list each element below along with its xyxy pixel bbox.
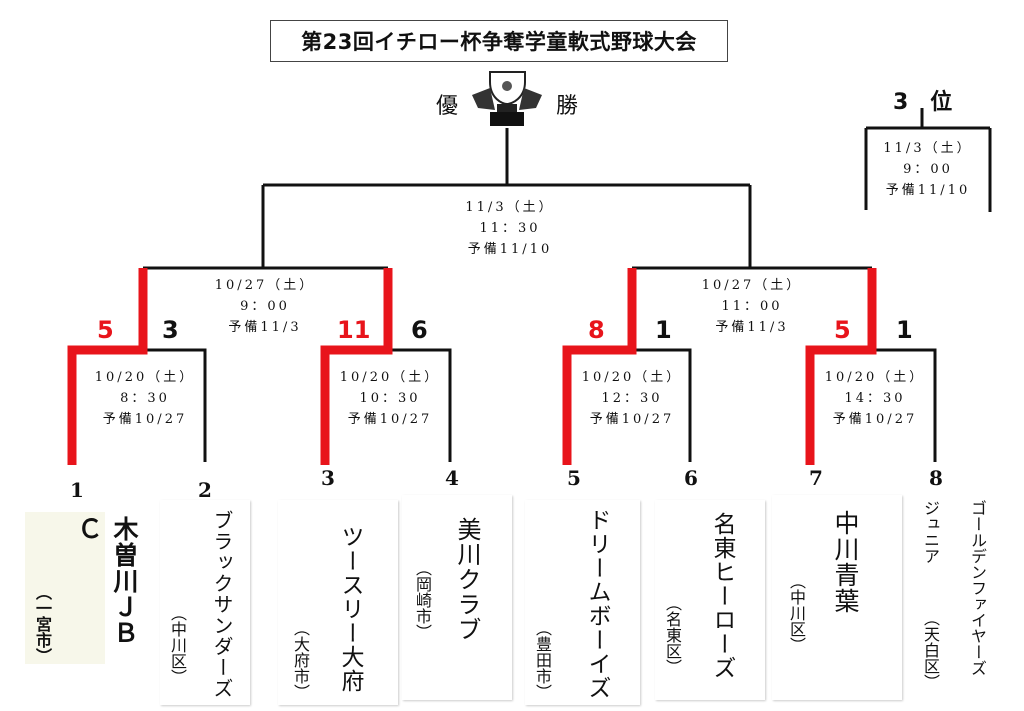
team-card-7: 中川青葉 （中川区） <box>772 495 902 700</box>
quarter-info-2: 10/20（土） 10：30 予備10/27 <box>315 367 465 430</box>
quarter-reserve: 予備10/27 <box>102 412 188 427</box>
quarter-info-4: 10/20（土） 14：30 予備10/27 <box>800 367 950 430</box>
semi-reserve: 予備11/3 <box>228 320 302 335</box>
winner-path-3 <box>320 268 393 465</box>
quarter-time: 12：30 <box>601 391 663 406</box>
quarter-info-3: 10/20（土） 12：30 予備10/27 <box>557 367 707 430</box>
match4-line <box>875 348 937 462</box>
third-place-line <box>864 108 992 212</box>
team-name: ツースリー大府 <box>337 525 363 693</box>
team-card-3: ツースリー大府 （大府市） <box>278 500 398 705</box>
team-card-8: ゴールデンファイヤーズ ジュニア （天白区） <box>905 495 1015 705</box>
team-card-1: 木曽川ＪＢＣ （一宮市） <box>25 512 139 664</box>
champion-label-left: 優 <box>436 94 459 119</box>
team-name-line2: ジュニア <box>921 500 940 564</box>
team-card-4: 美川クラブ （岡崎市） <box>402 495 512 700</box>
team-name: ブラックサンダーズ <box>210 510 234 699</box>
score-team5: 8 <box>588 316 605 344</box>
team-city: （大府市） <box>291 620 310 700</box>
team-name: 名東ヒーローズ <box>709 512 735 680</box>
seed-6: 6 <box>684 466 698 490</box>
score-team2: 3 <box>162 316 179 344</box>
quarter-reserve: 予備10/27 <box>589 412 675 427</box>
seed-4: 4 <box>445 466 459 490</box>
team-card-5: ドリームボーイズ （豊田市） <box>525 500 640 705</box>
seed-7: 7 <box>809 466 823 490</box>
quarter-time: 14：30 <box>844 391 906 406</box>
score-team3: 11 <box>337 316 371 344</box>
team-card-6: 名東ヒーローズ （名東区） <box>655 500 765 700</box>
semi-right-info: 10/27（土） 11：00 予備11/3 <box>677 275 827 338</box>
third-reserve: 予備11/10 <box>885 183 971 198</box>
seed-1: 1 <box>70 478 84 502</box>
third-place-info: 11/3（土） 9：00 予備11/10 <box>853 138 1003 201</box>
final-line <box>261 128 752 268</box>
team-city: （中川区） <box>168 605 187 685</box>
team-city: （名東区） <box>663 595 682 675</box>
team-city: （中川区） <box>787 573 806 653</box>
seed-8: 8 <box>929 466 943 490</box>
semi-time: 9：00 <box>240 299 290 314</box>
seed-2: 2 <box>198 478 212 502</box>
score-team7: 5 <box>834 316 851 344</box>
trophy-icon <box>472 71 542 126</box>
team-city: （天白区） <box>921 610 940 690</box>
quarter-reserve: 予備10/27 <box>832 412 918 427</box>
team-name: 美川クラブ <box>453 517 481 642</box>
match3-line <box>635 348 692 462</box>
quarter-date: 10/20（土） <box>94 370 196 385</box>
team-city: （岡崎市） <box>413 560 432 640</box>
quarter-info-1: 10/20（土） 8：30 予備10/27 <box>70 367 220 430</box>
quarter-date: 10/20（土） <box>339 370 441 385</box>
seed-5: 5 <box>567 466 581 490</box>
quarter-date: 10/20（土） <box>581 370 683 385</box>
winner-path-7 <box>805 268 877 465</box>
third-place-label: 3 位 <box>893 90 953 115</box>
quarter-time: 8：30 <box>120 391 170 406</box>
semi-date: 10/27（土） <box>701 278 803 293</box>
semi-left-info: 10/27（土） 9：00 予備11/3 <box>190 275 340 338</box>
final-time: 11：30 <box>479 221 541 236</box>
page-title: 第23回イチロー杯争奪学童軟式野球大会 <box>270 20 728 62</box>
score-team6: 1 <box>655 316 672 344</box>
quarter-date: 10/20（土） <box>824 370 926 385</box>
semi-time: 11：00 <box>721 299 783 314</box>
team-city: （豊田市） <box>533 620 552 700</box>
winner-path-1 <box>67 268 148 465</box>
team-name: ゴールデンファイヤーズ <box>968 500 987 676</box>
winner-path-5 <box>562 268 637 465</box>
seed-3: 3 <box>321 466 335 490</box>
score-team8: 1 <box>896 316 913 344</box>
final-date: 11/3（土） <box>465 200 555 215</box>
semi-reserve: 予備11/3 <box>715 320 789 335</box>
third-date: 11/3（土） <box>883 141 973 156</box>
final-reserve: 予備11/10 <box>467 242 553 257</box>
match2-line <box>388 348 452 462</box>
team-card-2: ブラックサンダーズ （中川区） <box>160 500 250 705</box>
third-time: 9：00 <box>903 162 953 177</box>
score-team1: 5 <box>97 316 114 344</box>
score-team4: 6 <box>411 316 428 344</box>
team-name: ドリームボーイズ <box>584 508 610 700</box>
quarter-time: 10：30 <box>359 391 421 406</box>
semi-date: 10/27（土） <box>214 278 316 293</box>
team-city: （一宮市） <box>33 584 52 664</box>
team-name: 中川青葉 <box>831 510 860 614</box>
champion-label-right: 勝 <box>556 94 579 119</box>
match1-line <box>143 348 207 462</box>
team-name: 木曽川ＪＢＣ <box>74 516 139 646</box>
quarter-reserve: 予備10/27 <box>347 412 433 427</box>
final-info: 11/3（土） 11：30 予備11/10 <box>435 197 585 260</box>
